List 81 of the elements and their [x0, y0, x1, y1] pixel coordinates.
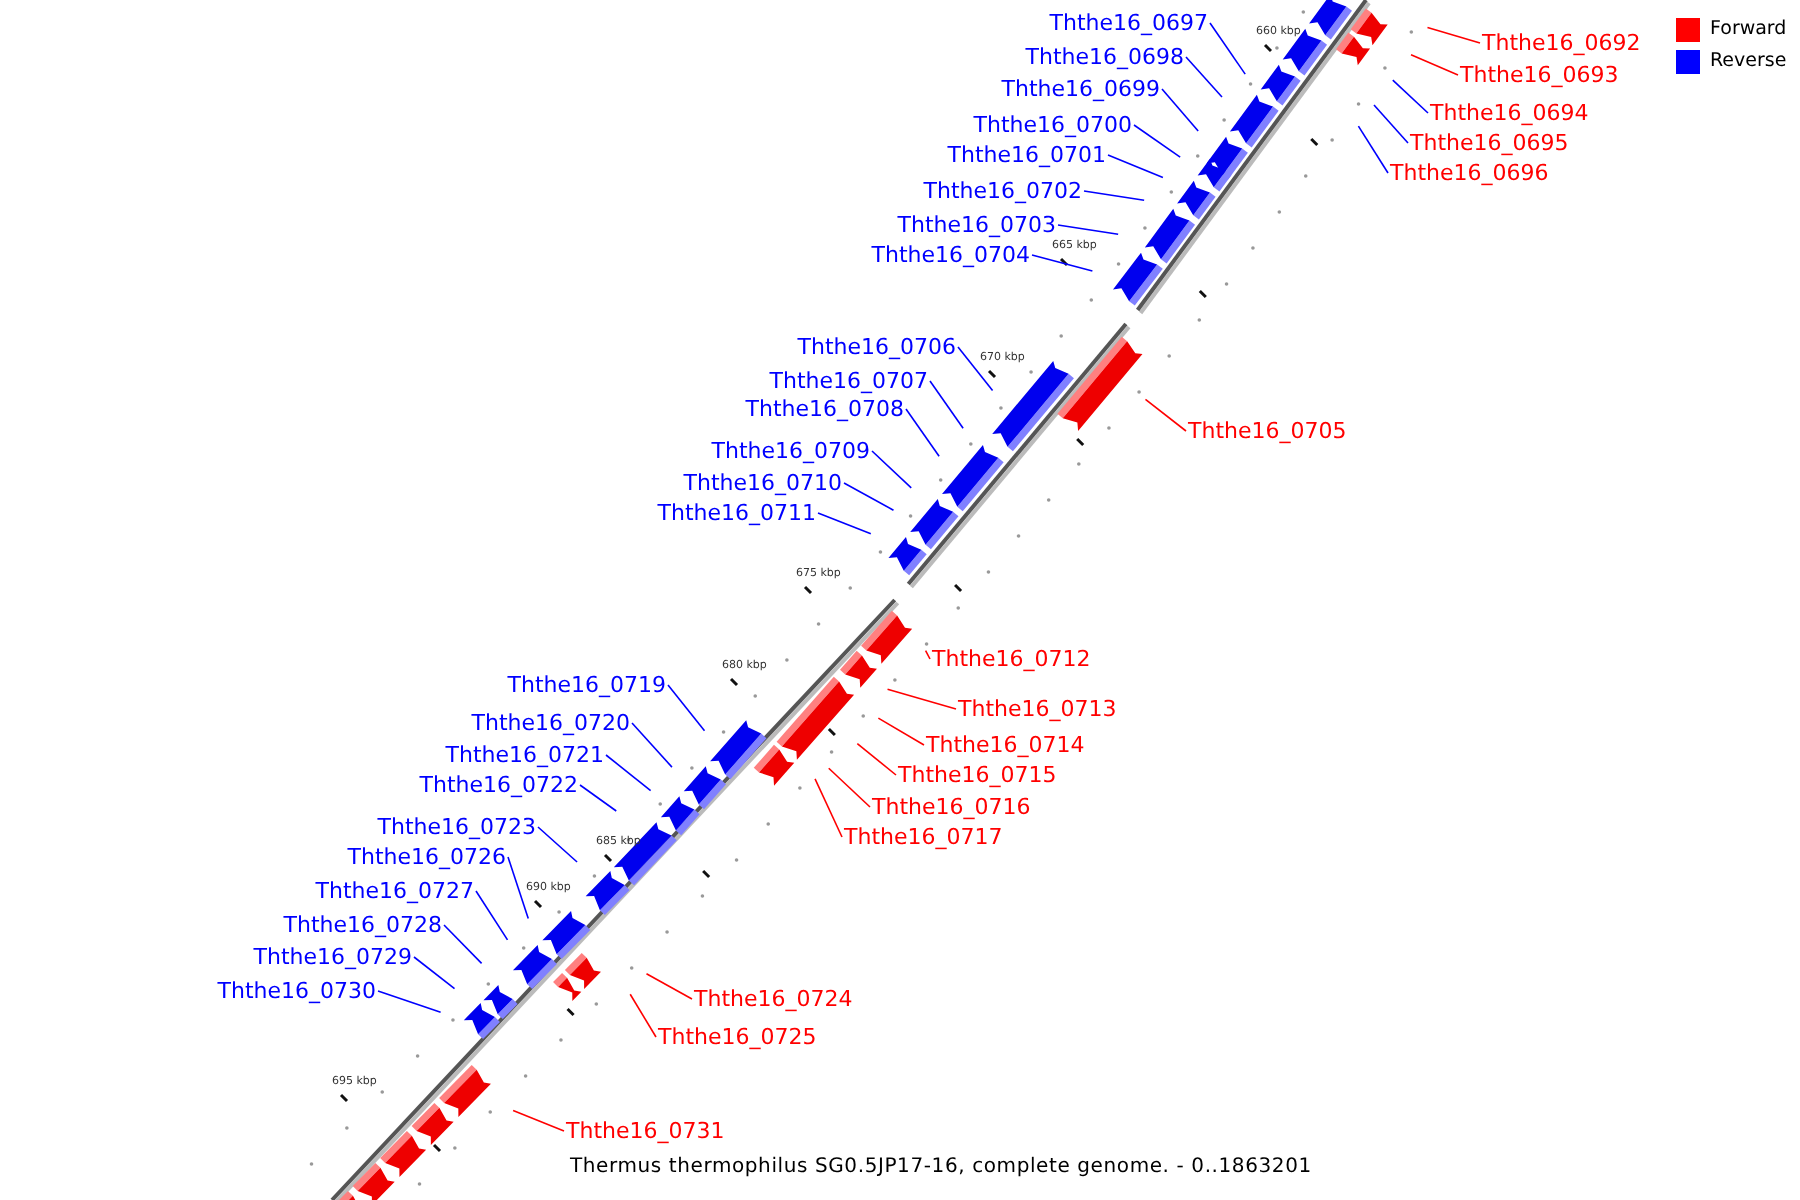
gene-label: Ththe16_0703 [897, 212, 1056, 238]
gene-label: Ththe16_0712 [932, 646, 1091, 672]
leader-line [1357, 125, 1389, 174]
gene-label: Ththe16_0704 [871, 242, 1030, 268]
leader-line [413, 956, 456, 990]
leader-line [1426, 26, 1481, 44]
leader-line [1392, 79, 1429, 114]
gene-label: Ththe16_0726 [347, 844, 506, 870]
leader-line [886, 688, 957, 710]
gene-label: Ththe16_0721 [445, 742, 604, 768]
leader-line [905, 408, 940, 457]
gene-label: Ththe16_0709 [711, 438, 870, 464]
gene-label: Ththe16_0731 [566, 1118, 725, 1144]
gene-label: Ththe16_0723 [377, 814, 536, 840]
gene-label: Ththe16_0717 [844, 824, 1003, 850]
leader-line [871, 450, 913, 489]
leader-line [1133, 124, 1181, 158]
gene-label: Ththe16_0702 [923, 178, 1082, 204]
gene-label: Ththe16_0724 [694, 986, 853, 1012]
gene-label: Ththe16_0699 [1001, 76, 1160, 102]
leader-line [929, 380, 964, 429]
leader-line [1209, 22, 1246, 75]
leader-line [631, 722, 673, 768]
leader-line [1057, 224, 1119, 235]
leader-line [817, 512, 872, 535]
gene-label: Ththe16_0729 [253, 944, 412, 970]
gene-label: Ththe16_0727 [315, 878, 474, 904]
gene-label: Ththe16_0720 [471, 710, 630, 736]
leader-line [1083, 190, 1145, 201]
gene-label: Ththe16_0698 [1025, 44, 1184, 70]
gene-label: Ththe16_0722 [419, 772, 578, 798]
leader-line [877, 717, 925, 746]
gene-label: Ththe16_0713 [958, 696, 1117, 722]
leader-line [443, 924, 483, 965]
leader-line [814, 778, 843, 838]
leader-line [512, 1109, 565, 1132]
gene-label: Ththe16_0696 [1390, 160, 1549, 186]
gene-label: Ththe16_0701 [947, 142, 1106, 168]
gene-label: Ththe16_0700 [973, 112, 1132, 138]
gene-label: Ththe16_0693 [1460, 62, 1619, 88]
leader-line [1107, 154, 1164, 179]
leader-line [537, 826, 578, 863]
gene-label: Ththe16_0697 [1049, 10, 1208, 36]
gene-label: Ththe16_0728 [283, 912, 442, 938]
gene-label: Ththe16_0730 [217, 978, 376, 1004]
gene-label: Ththe16_0716 [872, 794, 1031, 820]
leader-line [377, 990, 442, 1013]
leader-line [605, 754, 652, 792]
legend-label: Reverse [1710, 50, 1787, 74]
leader-line [1144, 398, 1187, 432]
leader-line [507, 856, 530, 920]
gene-label: Ththe16_0715 [898, 762, 1057, 788]
leader-line [1185, 56, 1223, 98]
leader-line [1410, 53, 1459, 76]
leader-line [924, 649, 931, 660]
gene-label: Ththe16_0695 [1410, 130, 1569, 156]
gene-label: Ththe16_0705 [1188, 418, 1347, 444]
gene-label: Ththe16_0711 [657, 500, 816, 526]
gene-label: Ththe16_0719 [507, 672, 666, 698]
gene-label: Ththe16_0710 [683, 470, 842, 496]
leader-line [629, 993, 657, 1038]
leader-line [843, 482, 895, 512]
leader-line [856, 742, 897, 776]
gene-label: Ththe16_0708 [745, 396, 904, 422]
leader-line [475, 890, 509, 941]
gene-label: Ththe16_0694 [1430, 100, 1589, 126]
leader-line [579, 784, 618, 812]
gene-label: Ththe16_0714 [926, 732, 1085, 758]
gene-label: Ththe16_0725 [658, 1024, 817, 1050]
gene-label: Ththe16_0707 [769, 368, 928, 394]
caption: Thermus thermophilus SG0.5JP17-16, complete genome. - 0..1863201 [570, 1156, 1312, 1180]
leader-line [827, 767, 871, 808]
gene-label: Ththe16_0692 [1482, 30, 1641, 56]
leader-line [1031, 254, 1094, 272]
leader-line [1161, 88, 1199, 132]
leader-line [667, 684, 706, 732]
legend-label: Forward [1710, 18, 1787, 42]
leader-line [645, 973, 693, 1000]
gene-label: Ththe16_0706 [797, 334, 956, 360]
leader-line [957, 346, 994, 392]
leader-line [1373, 104, 1409, 144]
